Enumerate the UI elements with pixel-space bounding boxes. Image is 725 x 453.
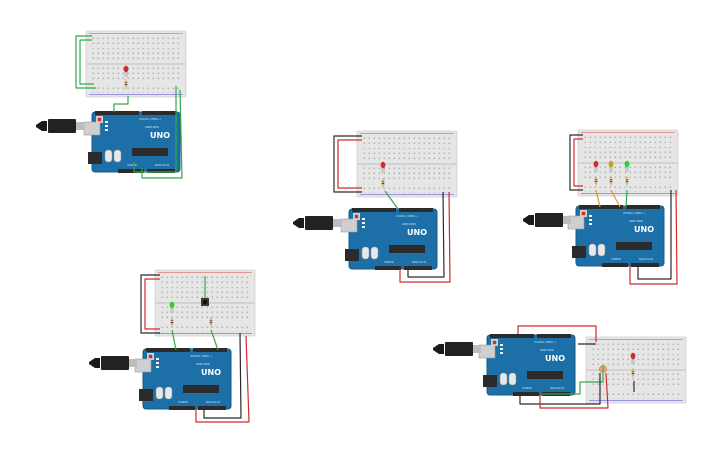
- arduino-uno[interactable]: [567, 204, 665, 268]
- wires: [140, 274, 250, 423]
- circuit-3: [293, 130, 458, 283]
- circuit-2: [89, 269, 256, 423]
- usb-cable[interactable]: [293, 216, 341, 230]
- usb-cable[interactable]: [36, 119, 84, 133]
- breadboard[interactable]: [356, 130, 458, 198]
- circuit-1: [36, 30, 187, 179]
- wires: [569, 134, 678, 285]
- pushbutton[interactable]: [201, 298, 209, 306]
- arduino-uno[interactable]: [83, 110, 181, 174]
- arduino-uno[interactable]: [340, 207, 438, 271]
- arduino-uno[interactable]: [478, 333, 576, 397]
- usb-cable[interactable]: [89, 356, 137, 370]
- breadboard[interactable]: [85, 30, 187, 98]
- circuit-4: [523, 129, 679, 285]
- arduino-uno[interactable]: [134, 347, 232, 411]
- wires: [75, 35, 183, 179]
- circuit-5: [433, 325, 687, 409]
- potentiometer[interactable]: [599, 365, 607, 373]
- wires: [517, 325, 635, 409]
- usb-cable[interactable]: [433, 342, 481, 356]
- wires: [333, 135, 451, 283]
- usb-cable[interactable]: [523, 213, 571, 227]
